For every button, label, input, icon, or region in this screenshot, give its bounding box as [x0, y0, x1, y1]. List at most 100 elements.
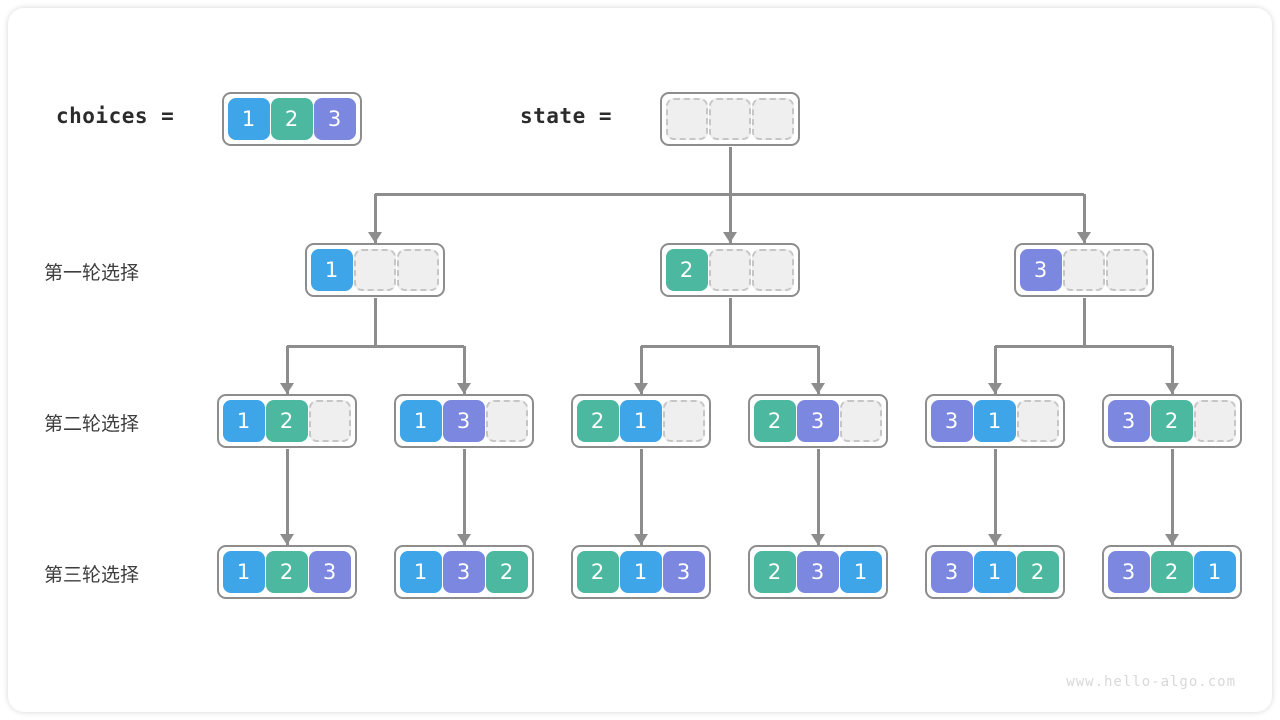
array-cell-filled: 1: [399, 550, 442, 593]
array-cell-empty: [751, 97, 794, 140]
array-cell-filled: 3: [1107, 399, 1150, 442]
array-cell-filled: 1: [973, 550, 1016, 593]
connector-line: [995, 344, 1172, 348]
arrow-head-icon: [634, 533, 648, 545]
watermark: www.hello-algo.com: [1066, 674, 1236, 690]
arrow-head-icon: [634, 382, 648, 394]
connector-line: [639, 448, 643, 545]
array-cell-empty: [396, 248, 439, 291]
state-array-node: [659, 91, 800, 146]
array-cell-filled: 1: [222, 550, 265, 593]
array-cell-empty: [1062, 248, 1105, 291]
arrow-head-icon: [723, 231, 737, 243]
array-cell-filled: 1: [310, 248, 353, 291]
array-cell-filled: 3: [1019, 248, 1062, 291]
stage-label-round-3: 第三轮选择: [44, 564, 140, 586]
array-cell-filled: 2: [576, 550, 619, 593]
array-cell-filled: 3: [313, 97, 356, 140]
connector-line: [1170, 448, 1174, 545]
array-cell-filled: 2: [265, 550, 308, 593]
array-cell-empty: [708, 97, 751, 140]
connector-line: [641, 344, 818, 348]
array-cell-filled: 1: [399, 399, 442, 442]
connector-line: [287, 344, 464, 348]
arrow-head-icon: [988, 382, 1002, 394]
array-cell-filled: 2: [1016, 550, 1059, 593]
array-cell-filled: 2: [753, 399, 796, 442]
connector-line: [728, 297, 732, 346]
arrow-head-icon: [280, 382, 294, 394]
array-cell-empty: [708, 248, 751, 291]
array-cell-filled: 1: [839, 550, 882, 593]
array-cell-empty: [751, 248, 794, 291]
connector-line: [1082, 297, 1086, 346]
connector-line: [993, 448, 997, 545]
arrow-head-icon: [457, 533, 471, 545]
array-cell-empty: [1105, 248, 1148, 291]
array-cell-filled: 1: [227, 97, 270, 140]
array-cell-filled: 2: [753, 550, 796, 593]
connector-line: [373, 297, 377, 346]
array-cell-filled: 3: [796, 399, 839, 442]
arrow-head-icon: [811, 382, 825, 394]
connector-line: [285, 448, 289, 545]
array-cell-filled: 2: [270, 97, 313, 140]
tree-node: 3: [1013, 242, 1154, 297]
array-cell-empty: [485, 399, 528, 442]
array-cell-empty: [1193, 399, 1236, 442]
arrow-head-icon: [1165, 382, 1179, 394]
array-cell-filled: 2: [1150, 399, 1193, 442]
choices-label: choices =: [56, 104, 175, 128]
connector-line: [1082, 194, 1086, 243]
connector-line: [993, 346, 997, 394]
array-cell-filled: 1: [619, 399, 662, 442]
state-label: state =: [520, 104, 613, 128]
array-cell-filled: 3: [1107, 550, 1150, 593]
tree-node: 1: [304, 242, 445, 297]
arrow-head-icon: [457, 382, 471, 394]
array-cell-filled: 3: [308, 550, 351, 593]
array-cell-filled: 3: [796, 550, 839, 593]
array-cell-filled: 1: [619, 550, 662, 593]
connector-line: [728, 146, 732, 194]
connector-line: [728, 194, 732, 243]
array-cell-filled: 3: [930, 550, 973, 593]
stage-label-round-2: 第二轮选择: [44, 413, 140, 435]
arrow-head-icon: [1077, 231, 1091, 243]
connector-line: [462, 448, 466, 545]
array-cell-filled: 1: [973, 399, 1016, 442]
connector-line: [285, 346, 289, 394]
connector-line: [816, 448, 820, 545]
arrow-head-icon: [1165, 533, 1179, 545]
array-cell-filled: 2: [576, 399, 619, 442]
array-cell-filled: 2: [265, 399, 308, 442]
array-cell-empty: [665, 97, 708, 140]
array-cell-empty: [662, 399, 705, 442]
connector-line: [1170, 346, 1174, 394]
array-cell-filled: 1: [222, 399, 265, 442]
array-cell-filled: 3: [442, 399, 485, 442]
stage-label-round-1: 第一轮选择: [44, 262, 140, 284]
connector-line: [816, 346, 820, 394]
arrow-head-icon: [988, 533, 1002, 545]
connector-line: [639, 346, 643, 394]
tree-node: 2: [659, 242, 800, 297]
array-cell-filled: 2: [665, 248, 708, 291]
arrow-head-icon: [368, 231, 382, 243]
arrow-head-icon: [811, 533, 825, 545]
array-cell-filled: 1: [1193, 550, 1236, 593]
array-cell-filled: 3: [442, 550, 485, 593]
array-cell-filled: 3: [930, 399, 973, 442]
